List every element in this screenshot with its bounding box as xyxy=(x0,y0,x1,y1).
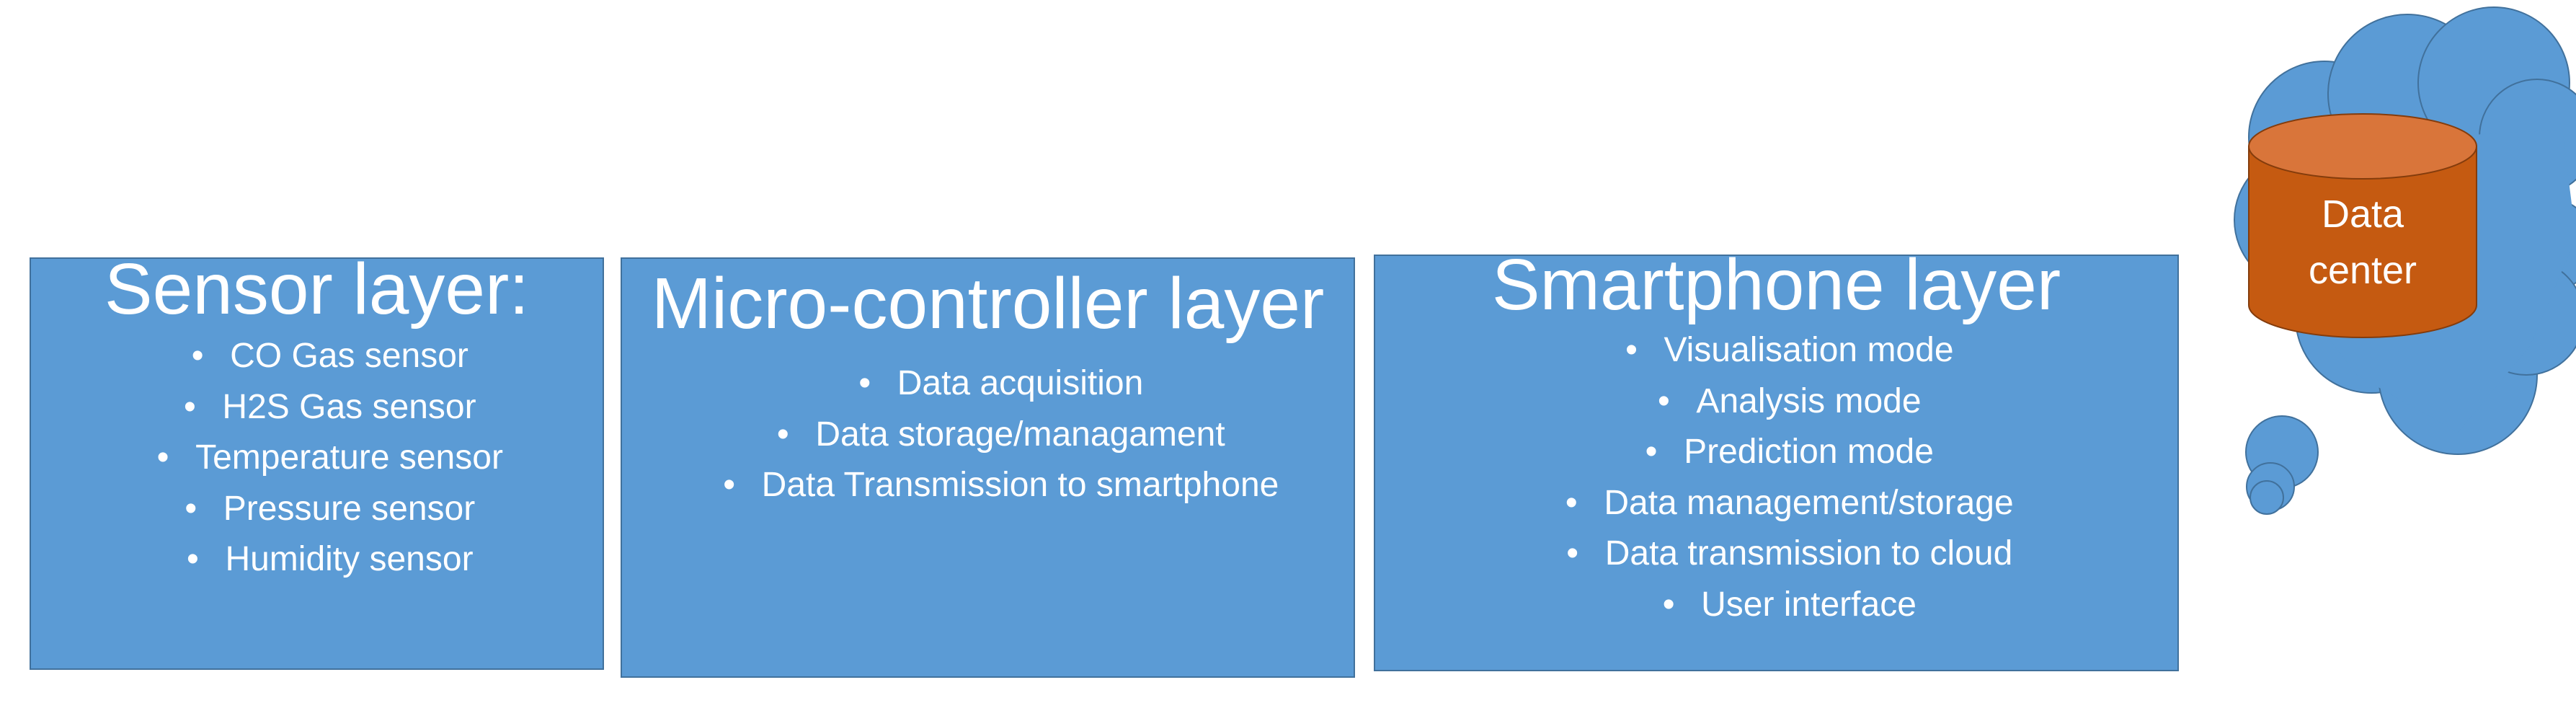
bullet-icon: • xyxy=(184,387,196,426)
bullet-icon: • xyxy=(187,540,199,578)
thought-bubble-small xyxy=(2249,480,2284,515)
list-item: •Pressure sensor xyxy=(31,484,603,535)
list-item: •Data storage/managament xyxy=(622,410,1354,461)
bullet-icon: • xyxy=(723,466,736,504)
smartphone-layer-list: •Visualisation mode •Analysis mode •Pred… xyxy=(1375,325,2177,630)
list-item: •Temperature sensor xyxy=(31,433,603,484)
data-center-line-2: center xyxy=(2308,249,2417,292)
bullet-icon: • xyxy=(1625,331,1638,369)
smartphone-layer-box: Smartphone layer •Visualisation mode •An… xyxy=(1374,249,2179,671)
sensor-layer-list: •CO Gas sensor •H2S Gas sensor •Temperat… xyxy=(31,331,603,585)
list-item: •Data Transmission to smartphone xyxy=(622,460,1354,511)
list-item: •Humidity sensor xyxy=(31,534,603,585)
data-center-label: Data center xyxy=(2249,186,2477,299)
bullet-icon: • xyxy=(1658,381,1670,420)
bullet-icon: • xyxy=(1566,534,1579,572)
sensor-layer-title: Sensor layer: xyxy=(104,249,530,330)
sensor-layer-box: Sensor layer: •CO Gas sensor •H2S Gas se… xyxy=(30,253,604,670)
list-item: •Data management/storage xyxy=(1375,478,2177,529)
bullet-icon: • xyxy=(156,438,169,477)
list-item: •Data acquisition xyxy=(622,358,1354,410)
list-item: •Data transmission to cloud xyxy=(1375,529,2177,580)
bullet-icon: • xyxy=(1662,585,1675,624)
bullet-icon: • xyxy=(1645,433,1658,471)
data-center-line-1: Data xyxy=(2321,193,2404,236)
cloud-shape xyxy=(2234,6,2576,515)
bullet-icon: • xyxy=(858,364,871,402)
list-item: •Analysis mode xyxy=(1375,376,2177,428)
list-item: •Prediction mode xyxy=(1375,427,2177,478)
smartphone-layer-title: Smartphone layer xyxy=(1491,244,2061,325)
list-item: •Visualisation mode xyxy=(1375,325,2177,376)
list-item: •H2S Gas sensor xyxy=(31,382,603,433)
micro-controller-layer-title: Micro-controller layer xyxy=(651,263,1325,344)
micro-controller-layer-box: Micro-controller layer •Data acquisition… xyxy=(621,257,1355,678)
micro-controller-layer-list: •Data acquisition •Data storage/managame… xyxy=(622,358,1354,511)
bullet-icon: • xyxy=(191,337,204,375)
list-item: •User interface xyxy=(1375,580,2177,631)
bullet-icon: • xyxy=(1565,483,1578,522)
bullet-icon: • xyxy=(185,489,197,528)
database-cylinder-icon xyxy=(2248,113,2477,338)
bullet-icon: • xyxy=(776,415,789,454)
list-item: •CO Gas sensor xyxy=(31,331,603,382)
